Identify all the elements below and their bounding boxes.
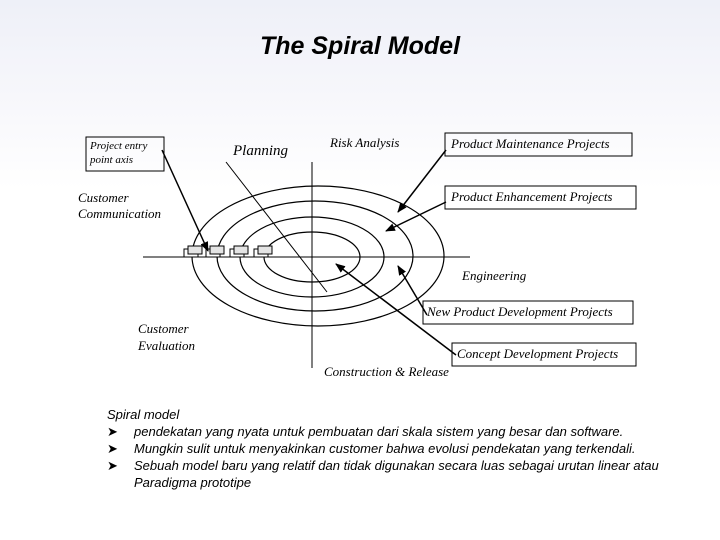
new-product-arrow	[397, 265, 428, 316]
list-item: ➤ Sebuah model baru yang relatif dan tid…	[107, 457, 687, 491]
new-product-label: New Product Development Projects	[426, 304, 613, 319]
engineering-label: Engineering	[461, 268, 527, 283]
customer-evaluation-label: Customer	[138, 321, 190, 336]
planning-diagonal	[225, 161, 328, 293]
spiral-model-diagram: Project entry point axis Planning Risk A…	[78, 132, 637, 379]
list-item: ➤ pendekatan yang nyata untuk pembuatan …	[107, 423, 687, 440]
entry-point-box	[253, 245, 273, 258]
note-text: pendekatan yang nyata untuk pembuatan da…	[134, 424, 624, 439]
enhancement-box	[444, 185, 637, 210]
arrow-bullet-icon: ➤	[107, 424, 118, 439]
planning-label: Planning	[232, 143, 288, 159]
construction-label: Construction & Release	[324, 364, 449, 379]
maintenance-arrow	[397, 149, 447, 213]
entry-arrow	[161, 149, 209, 252]
project-entry-label: point axis	[89, 154, 133, 166]
customer-evaluation-label: Evaluation	[137, 338, 195, 353]
notes-list: ➤ pendekatan yang nyata untuk pembuatan …	[107, 423, 687, 491]
arrow-bullet-icon: ➤	[107, 458, 118, 473]
note-text: Mungkin sulit untuk menyakinkan customer…	[134, 441, 636, 456]
entry-point-box	[183, 245, 203, 258]
note-text: Sebuah model baru yang relatif dan tidak…	[134, 458, 659, 490]
entry-point-box	[205, 245, 225, 258]
entry-point-box	[229, 245, 249, 258]
customer-communication-label: Communication	[78, 206, 161, 221]
concept-arrow	[335, 263, 457, 356]
concept-label: Concept Development Projects	[457, 346, 618, 361]
enhancement-label: Product Enhancement Projects	[450, 189, 613, 204]
concept-box	[451, 342, 637, 367]
customer-communication-label: Customer	[78, 190, 130, 205]
notes-heading: Spiral model	[107, 407, 180, 422]
enhancement-arrow	[385, 201, 447, 232]
maintenance-label: Product Maintenance Projects	[450, 136, 610, 151]
maintenance-box	[444, 132, 633, 157]
arrow-bullet-icon: ➤	[107, 441, 118, 456]
list-item: ➤ Mungkin sulit untuk menyakinkan custom…	[107, 440, 687, 457]
new-product-box	[422, 300, 634, 325]
notes-section: Spiral model ➤ pendekatan yang nyata unt…	[107, 406, 687, 491]
project-entry-label: Project entry	[89, 140, 147, 152]
risk-analysis-label: Risk Analysis	[329, 135, 399, 150]
slide-title: The Spiral Model	[259, 32, 461, 60]
